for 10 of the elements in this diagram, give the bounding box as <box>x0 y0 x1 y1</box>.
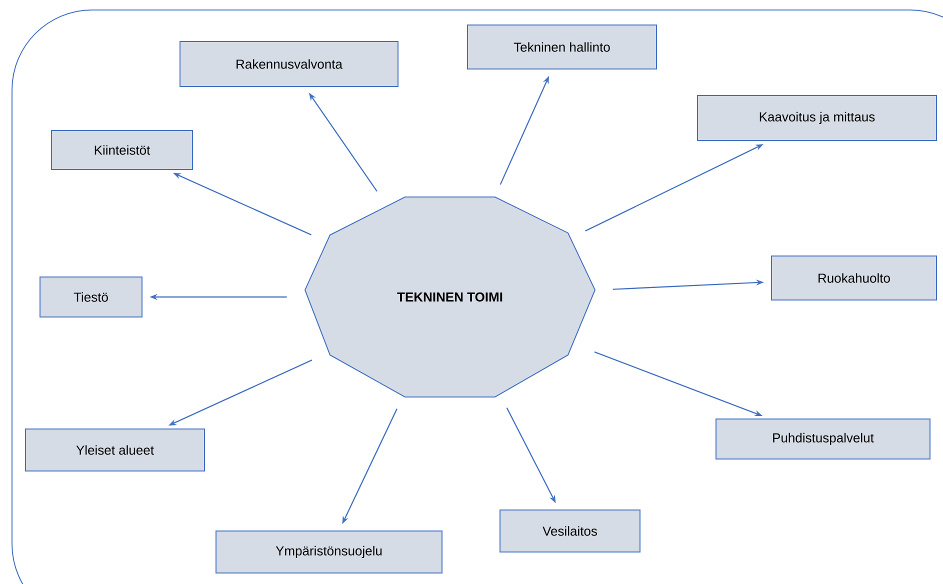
label-box: Yleiset alueet <box>25 428 205 472</box>
label-box: Tiestö <box>40 276 142 318</box>
label-box: Tekninen hallinto <box>467 24 657 70</box>
label-box: Ruokahuolto <box>771 256 937 300</box>
label-box: Kiinteistöt <box>51 130 193 170</box>
label-box: Kaavoitus ja mittaus <box>697 95 937 141</box>
label-box: Vesilaitos <box>500 509 640 552</box>
label-box: Puhdistuspalvelut <box>716 418 930 460</box>
label-box: Rakennusvalvonta <box>180 41 398 87</box>
label-box: Ympäristönsuojelu <box>216 530 442 574</box>
